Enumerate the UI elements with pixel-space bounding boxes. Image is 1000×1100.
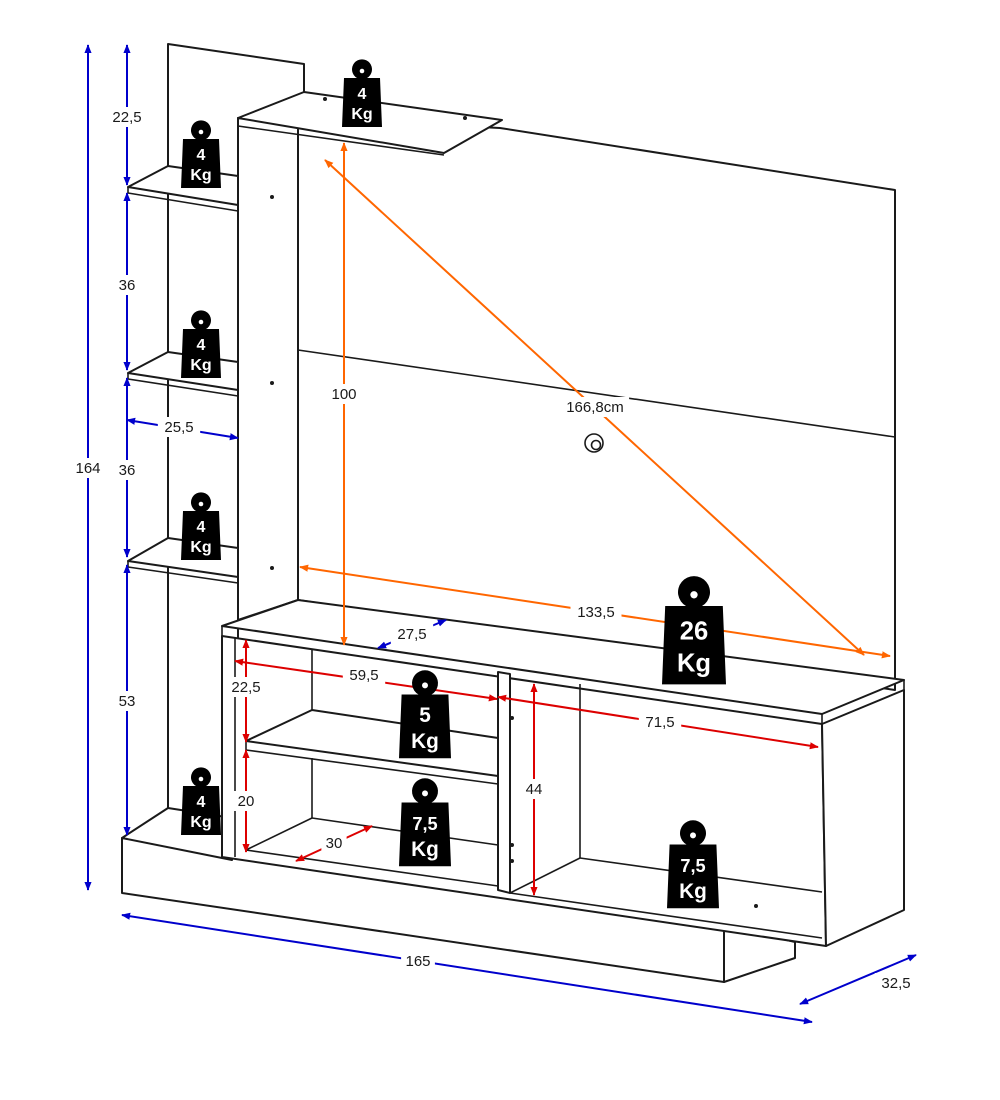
cabinet-height-label-bg (521, 779, 547, 799)
weight-unit: Kg (190, 814, 211, 831)
lower-side-label-bg (114, 691, 140, 711)
weight-icon (181, 120, 221, 188)
top-gap-label: 22,5 (112, 109, 141, 126)
weight-value: 7,5 (680, 856, 705, 876)
total-width-label-bg (401, 951, 435, 971)
weight-unit: Kg (190, 357, 211, 374)
niche-width-label: 59,5 (349, 667, 378, 684)
side-depth-label: 25,5 (164, 419, 193, 436)
lower-side-label: 53 (119, 693, 136, 710)
panel-width-label: 133,5 (577, 604, 615, 621)
total-width-arrow (121, 912, 813, 1025)
weight-value: 4 (197, 147, 206, 164)
total-depth-label-bg (874, 973, 918, 993)
niche-depth-label-bg (321, 833, 347, 853)
niche-upper-height-label: 22,5 (231, 679, 260, 696)
weight-badge-niche-shelf: 5Kg (399, 670, 451, 759)
panel-height-label: 100 (331, 386, 356, 403)
total-depth-arrow (799, 954, 917, 1005)
dimension-labels: 164 22,5 36 36 53 25,5 100 166,8cm 133,5 27,5 59,5… (71, 107, 918, 993)
furniture-drawing (121, 43, 905, 983)
weight-unit: Kg (411, 730, 439, 753)
weight-unit: Kg (190, 167, 211, 184)
niche-upper-height-label-bg (224, 677, 268, 697)
weight-icon (181, 767, 221, 835)
shelf-gap-1-label-bg (114, 275, 140, 295)
weight-unit: Kg (190, 539, 211, 556)
weight-icon (399, 778, 451, 867)
center-divider (497, 671, 511, 894)
diagonal-label: 166,8cm (566, 399, 624, 416)
niche-lower-height-label: 20 (238, 793, 255, 810)
vertical-column (237, 117, 299, 621)
top-depth-label: 27,5 (397, 626, 426, 643)
total-depth-label: 32,5 (881, 975, 910, 992)
weight-unit: Kg (679, 880, 707, 903)
weight-badge-side-shelf-2: 4Kg (181, 310, 221, 378)
total-height-label: 164 (75, 460, 100, 477)
weight-badge-top-shelf: 4Kg (342, 59, 382, 127)
weight-icon (662, 576, 726, 685)
weight-unit: Kg (351, 106, 372, 123)
weight-value: 7,5 (412, 814, 437, 834)
weight-unit: Kg (411, 838, 439, 861)
weight-value: 26 (680, 618, 708, 646)
cabinet-height-label: 44 (526, 781, 543, 798)
niche-lower-height-label-bg (233, 791, 259, 811)
niche-width-label-bg (342, 665, 386, 685)
weight-badge-niche-bottom: 7,5Kg (399, 778, 451, 867)
weight-icon (667, 820, 719, 909)
cabinet-width-label-bg (638, 712, 682, 732)
niche-depth-label: 30 (326, 835, 343, 852)
side-depth-label-bg (157, 417, 201, 437)
panel-height-label-bg (327, 384, 361, 404)
weight-icon (342, 59, 382, 127)
weight-badge-cabinet-bottom: 7,5Kg (667, 820, 719, 909)
total-height-label-bg (71, 458, 105, 478)
shelf-gap-2-label: 36 (119, 462, 136, 479)
weight-badge-side-shelf-1: 4Kg (181, 120, 221, 188)
weight-icon (399, 670, 451, 759)
shelf-gap-1-label: 36 (119, 277, 136, 294)
weight-value: 5 (419, 704, 431, 727)
weight-icon (181, 310, 221, 378)
cabinet-width-label: 71,5 (645, 714, 674, 731)
top-depth-label-bg (390, 624, 434, 644)
panel-width-label-bg (570, 602, 622, 622)
weight-badge-side-shelf-3: 4Kg (181, 492, 221, 560)
shelf-gap-2-label-bg (114, 460, 140, 480)
weight-value: 4 (358, 86, 367, 103)
weight-value: 4 (197, 519, 206, 536)
weight-unit: Kg (677, 650, 711, 678)
weight-badge-side-base: 4Kg (181, 767, 221, 835)
top-gap-label-bg (105, 107, 149, 127)
weight-icon (181, 492, 221, 560)
weight-value: 4 (197, 337, 206, 354)
rack-right-side (821, 689, 905, 947)
weight-value: 4 (197, 794, 206, 811)
diagonal-label-bg (560, 397, 630, 417)
total-width-label: 165 (405, 953, 430, 970)
